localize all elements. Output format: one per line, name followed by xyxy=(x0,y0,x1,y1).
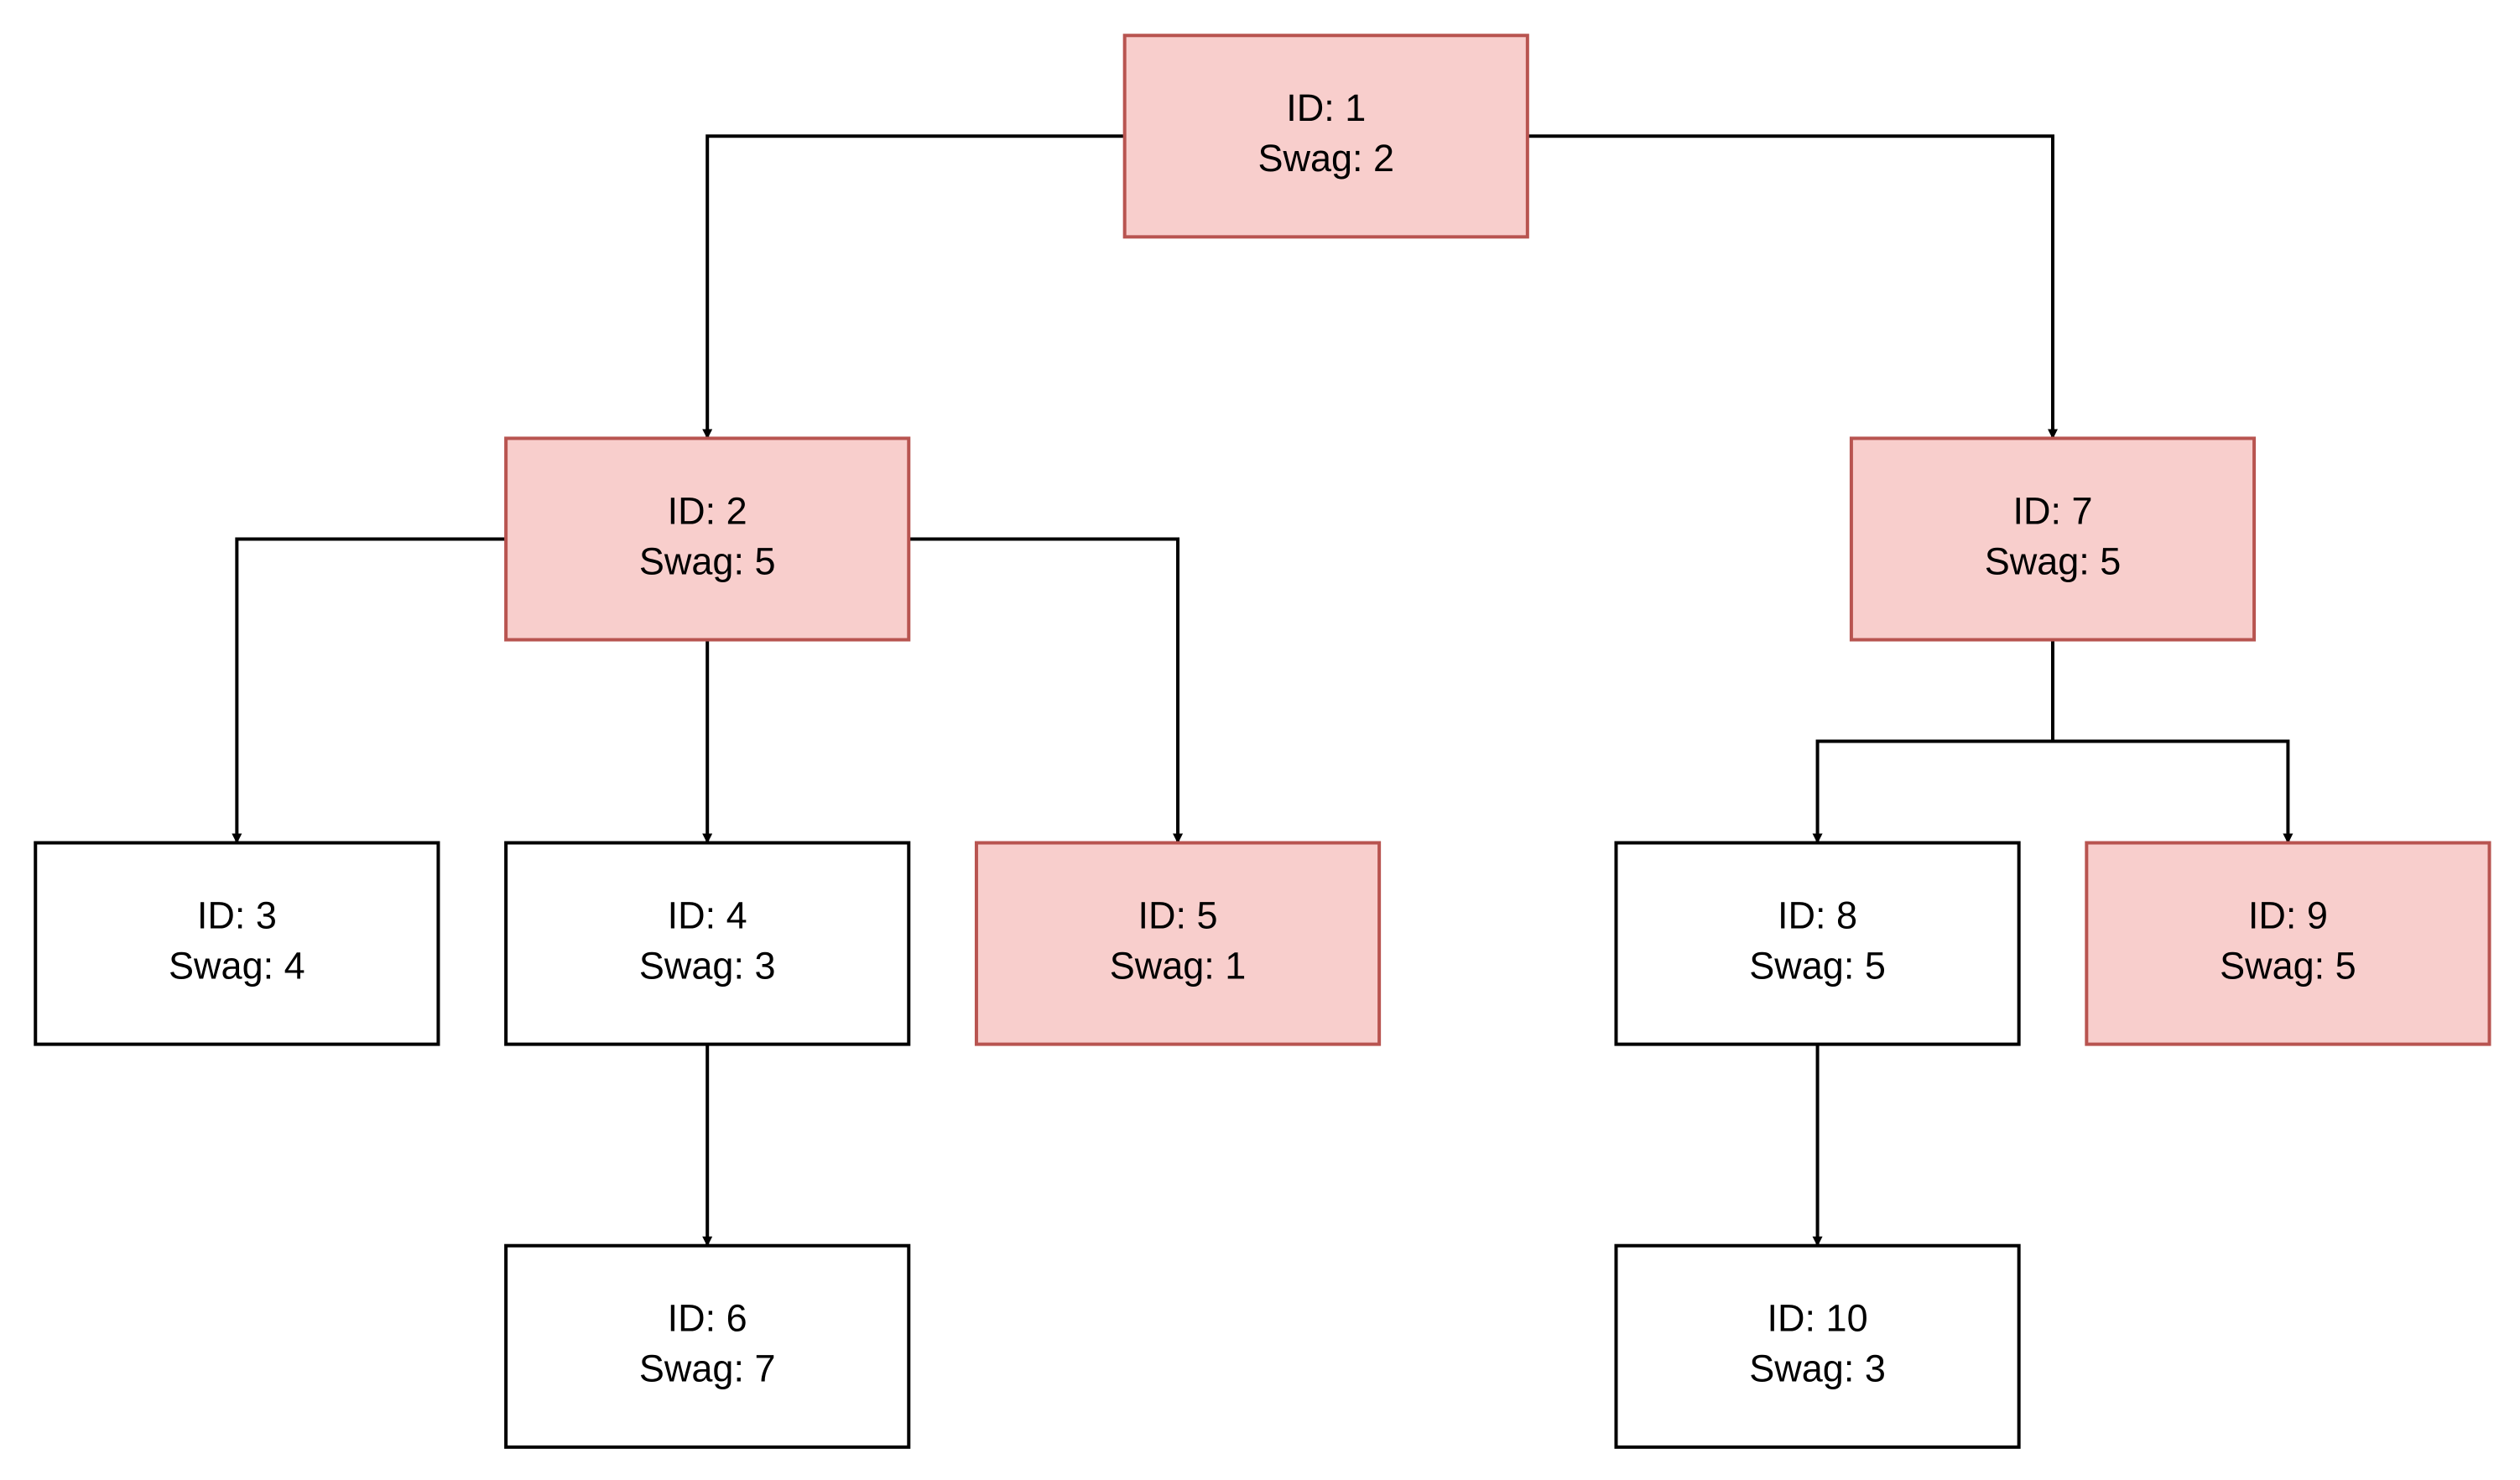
node-id-label: ID: 6 xyxy=(668,1297,747,1340)
node-id-label: ID: 5 xyxy=(1138,894,1218,936)
node-swag-label: Swag: 4 xyxy=(169,944,305,987)
edge-7-to-9 xyxy=(2050,639,2294,844)
node-box xyxy=(504,1243,911,1449)
edge-1-to-7 xyxy=(1527,134,2058,440)
node-3: ID: 3 Swag: 4 xyxy=(34,841,440,1046)
edges-layer xyxy=(232,134,2294,1247)
node-box xyxy=(1849,436,2257,642)
node-8: ID: 8 Swag: 5 xyxy=(1614,841,2021,1046)
node-swag-label: Swag: 7 xyxy=(639,1347,776,1390)
node-swag-label: Swag: 3 xyxy=(1749,1347,1886,1390)
edge-7-to-8 xyxy=(1812,639,2054,844)
node-box xyxy=(2085,841,2491,1046)
node-box xyxy=(1122,34,1529,239)
node-box xyxy=(1614,841,2021,1046)
node-id-label: ID: 8 xyxy=(1778,894,1857,936)
node-1: ID: 1 Swag: 2 xyxy=(1122,34,1529,239)
node-id-label: ID: 10 xyxy=(1768,1297,1868,1340)
node-id-label: ID: 3 xyxy=(197,894,277,936)
node-2: ID: 2 Swag: 5 xyxy=(504,436,911,642)
node-9: ID: 9 Swag: 5 xyxy=(2085,841,2491,1046)
node-swag-label: Swag: 3 xyxy=(639,944,776,987)
node-id-label: ID: 7 xyxy=(2012,489,2092,532)
node-box xyxy=(974,841,1382,1046)
node-id-label: ID: 4 xyxy=(668,894,747,936)
edge-2-to-5 xyxy=(909,537,1184,844)
node-5: ID: 5 Swag: 1 xyxy=(974,841,1382,1046)
node-swag-label: Swag: 5 xyxy=(1985,539,2122,582)
node-swag-label: Swag: 5 xyxy=(1749,944,1886,987)
node-box xyxy=(504,841,911,1046)
node-swag-label: Swag: 1 xyxy=(1110,944,1247,987)
node-box xyxy=(1614,1243,2021,1449)
node-id-label: ID: 2 xyxy=(668,489,747,532)
edge-1-to-2 xyxy=(702,134,1125,440)
node-7: ID: 7 Swag: 5 xyxy=(1849,436,2257,642)
edge-2-to-3 xyxy=(232,537,507,844)
node-box xyxy=(34,841,440,1046)
node-swag-label: Swag: 5 xyxy=(2220,944,2356,987)
node-swag-label: Swag: 5 xyxy=(639,539,776,582)
node-6: ID: 6 Swag: 7 xyxy=(504,1243,911,1449)
node-swag-label: Swag: 2 xyxy=(1257,137,1394,180)
node-id-label: ID: 1 xyxy=(1286,86,1366,129)
node-4: ID: 4 Swag: 3 xyxy=(504,841,911,1046)
node-10: ID: 10 Swag: 3 xyxy=(1614,1243,2021,1449)
node-id-label: ID: 9 xyxy=(2248,894,2328,936)
node-box xyxy=(504,436,911,642)
